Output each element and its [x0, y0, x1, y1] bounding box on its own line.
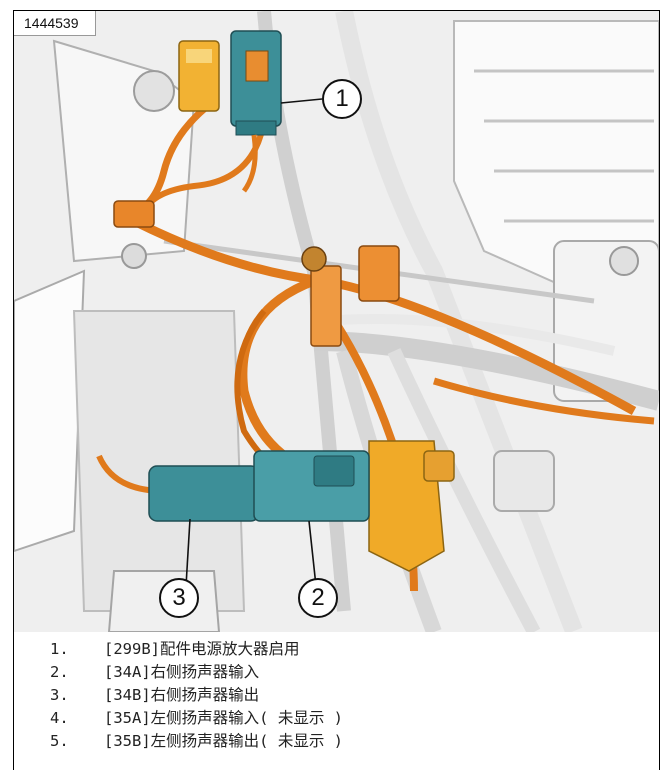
- legend-item: 4. [35A]左侧扬声器输入( 未显示 ): [50, 707, 650, 730]
- legend-item: 1. [299B]配件电源放大器启用: [50, 638, 650, 661]
- figure-id-label: 1444539: [14, 11, 96, 36]
- legend-item-number: 3.: [50, 686, 69, 704]
- legend-list: 1. [299B]配件电源放大器启用 2. [34A]右侧扬声器输入 3. [34B]…: [50, 638, 650, 753]
- callout-2: 2: [298, 578, 338, 618]
- legend-item-text: [299B]配件电源放大器启用: [104, 640, 300, 658]
- legend-item-text: [35B]左侧扬声器输出( 未显示 ): [104, 732, 343, 750]
- callout-3: 3: [159, 578, 199, 618]
- legend-item-text: [35A]左侧扬声器输入( 未显示 ): [104, 709, 343, 727]
- legend-item-number: 1.: [50, 640, 69, 658]
- legend-item-text: [34B]右侧扬声器输出: [104, 686, 260, 704]
- legend-item: 5. [35B]左侧扬声器输出( 未显示 ): [50, 730, 650, 753]
- callout-1: 1: [322, 79, 362, 119]
- legend-item: 3. [34B]右侧扬声器输出: [50, 684, 650, 707]
- legend-item-number: 4.: [50, 709, 69, 727]
- legend-item: 2. [34A]右侧扬声器输入: [50, 661, 650, 684]
- legend-item-number: 2.: [50, 663, 69, 681]
- legend-item-number: 5.: [50, 732, 69, 750]
- legend-item-text: [34A]右侧扬声器输入: [104, 663, 260, 681]
